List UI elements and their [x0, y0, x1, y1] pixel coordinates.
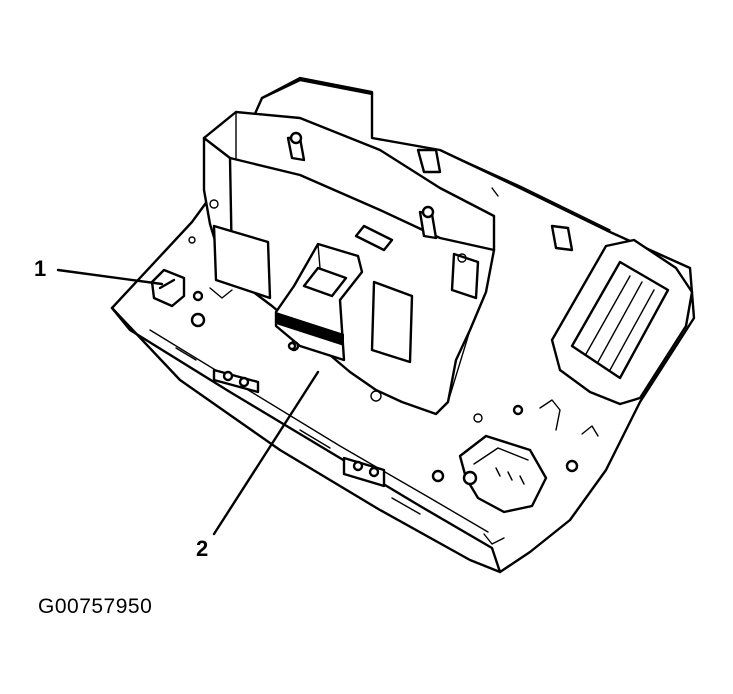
callout-label-1: 1 — [34, 256, 47, 281]
figure-code: G00757950 — [38, 595, 153, 618]
connector-block — [274, 242, 364, 362]
leader-line-1 — [56, 268, 164, 286]
wire-clip — [150, 199, 233, 328]
callout-label-2: 2 — [196, 536, 209, 561]
leader-line-2 — [212, 370, 320, 536]
air-vent-grille — [550, 238, 694, 406]
lamp-housing — [370, 390, 599, 545]
mounting-plates — [212, 341, 386, 488]
